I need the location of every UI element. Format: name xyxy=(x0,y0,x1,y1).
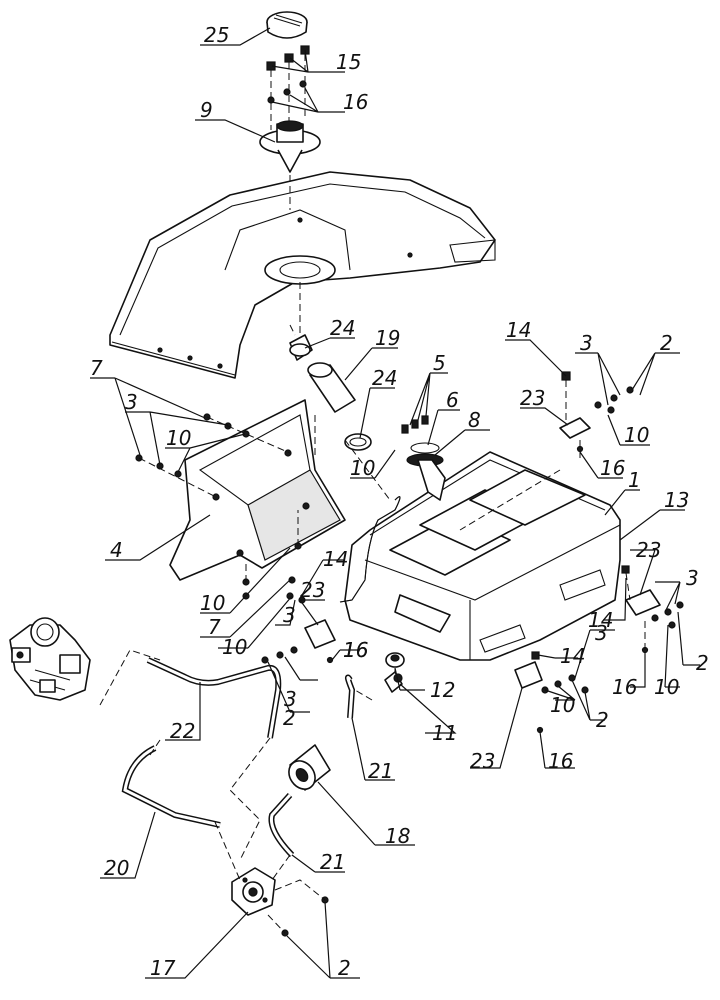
callout-7b: 7 xyxy=(208,615,221,639)
callout-10: 10 xyxy=(624,423,649,447)
callout-2e: 2 xyxy=(338,956,351,980)
callout-4: 4 xyxy=(110,538,123,562)
callout-16b: 16 xyxy=(600,456,625,480)
callout-16e: 16 xyxy=(343,638,368,662)
fuel-filter-part xyxy=(288,744,331,791)
callout-8: 8 xyxy=(468,408,481,432)
callout-10g: 10 xyxy=(550,693,575,717)
callout-3b: 3 xyxy=(125,390,138,414)
carburetor-part xyxy=(9,617,91,701)
assembly-lines xyxy=(99,175,561,934)
callout-24: 24 xyxy=(330,316,355,340)
callout-3: 3 xyxy=(580,331,593,355)
callout-10e: 10 xyxy=(222,635,247,659)
ring-part xyxy=(344,433,372,451)
callout-21b: 21 xyxy=(320,850,345,874)
cap-fasteners xyxy=(266,45,310,130)
callout-22: 22 xyxy=(170,719,195,743)
fuel-line-21-lower xyxy=(268,792,295,858)
grommet-12-part xyxy=(385,652,405,668)
callout-10f: 10 xyxy=(654,675,679,699)
callout-16c: 16 xyxy=(612,675,637,699)
callout-23c: 23 xyxy=(636,538,661,562)
right-bracket xyxy=(621,565,684,654)
tank-pipe-part xyxy=(339,496,401,603)
callout-10c: 10 xyxy=(350,456,375,480)
bracket-plate-part xyxy=(169,399,346,581)
callout-2d: 2 xyxy=(596,708,609,732)
lower-left-fasteners xyxy=(242,510,302,600)
filler-neck-part xyxy=(259,120,321,173)
callout-2: 2 xyxy=(660,331,673,355)
callout-5: 5 xyxy=(433,351,446,375)
fuel-sender-part xyxy=(401,415,446,501)
callout-19: 19 xyxy=(375,326,400,350)
tank-cover-part xyxy=(109,171,496,379)
callout-21: 21 xyxy=(368,759,393,783)
callout-23b: 23 xyxy=(300,578,325,602)
callout-20: 20 xyxy=(104,856,129,880)
callout-24b: 24 xyxy=(372,366,397,390)
callout-3f: 3 xyxy=(595,621,608,645)
callout-9: 9 xyxy=(200,98,213,122)
callout-16f: 16 xyxy=(548,749,573,773)
callout-2b: 2 xyxy=(283,706,296,730)
callout-10d: 10 xyxy=(200,591,225,615)
callout-11: 11 xyxy=(432,721,457,745)
callout-10b: 10 xyxy=(166,426,191,450)
fuel-cap-part xyxy=(266,11,308,39)
grommet-part xyxy=(289,282,313,361)
callout-14d: 14 xyxy=(560,644,585,668)
callout-25: 25 xyxy=(204,23,229,47)
callout-14: 14 xyxy=(506,318,531,342)
callout-2c: 2 xyxy=(696,651,709,675)
callout-14b: 14 xyxy=(323,547,348,571)
callout-labels: 25 15 16 9 24 19 5 24 6 8 14 3 2 23 10 1… xyxy=(90,23,709,980)
callout-1: 1 xyxy=(628,468,641,492)
callout-17: 17 xyxy=(150,956,176,980)
fuel-line-21-upper xyxy=(344,674,356,719)
fuel-line-20 xyxy=(121,745,221,828)
callout-3e: 3 xyxy=(284,687,297,711)
callout-14c: 14 xyxy=(588,608,613,632)
callout-6: 6 xyxy=(446,388,459,412)
fuel-tank-part xyxy=(344,451,621,661)
callout-16: 16 xyxy=(343,90,368,114)
callout-23d: 23 xyxy=(470,749,495,773)
callout-23: 23 xyxy=(520,386,545,410)
callout-15: 15 xyxy=(336,50,361,74)
left-bracket xyxy=(261,596,336,664)
callout-3d: 3 xyxy=(686,566,699,590)
callout-3c: 3 xyxy=(283,603,296,627)
fuel-pump-part xyxy=(231,867,329,937)
callout-16d: 16 xyxy=(343,638,368,662)
fuel-line-22 xyxy=(146,657,282,739)
leader-lines xyxy=(90,27,700,979)
callout-12: 12 xyxy=(430,678,455,702)
callout-13: 13 xyxy=(664,488,689,512)
callout-7: 7 xyxy=(90,356,103,380)
top-right-bracket xyxy=(559,371,634,460)
hose-part xyxy=(307,362,356,413)
callout-18: 18 xyxy=(385,824,410,848)
fitting-11-part xyxy=(384,671,403,693)
left-fasteners xyxy=(135,413,291,498)
